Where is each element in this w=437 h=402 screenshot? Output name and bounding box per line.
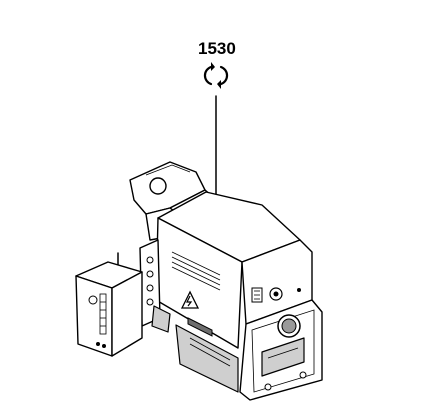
label-plate (187, 317, 213, 337)
housing-base (175, 324, 239, 393)
high-voltage-warning-icon (180, 290, 200, 309)
control-knob-icon (277, 314, 301, 338)
rotate-icon (203, 62, 229, 89)
module-front (75, 275, 113, 357)
plug-in-module (75, 261, 143, 357)
control-panel (239, 299, 323, 401)
vent-slots (171, 251, 221, 291)
display-window (261, 337, 305, 377)
module-side (111, 271, 143, 357)
main-housing (155, 191, 313, 393)
module-screw-icon (88, 295, 98, 305)
part-number-label: 1530 (198, 39, 236, 58)
housing-right-side (241, 239, 313, 325)
panel-screw-left-icon (264, 383, 272, 391)
panel-screw-right-icon (299, 371, 307, 379)
